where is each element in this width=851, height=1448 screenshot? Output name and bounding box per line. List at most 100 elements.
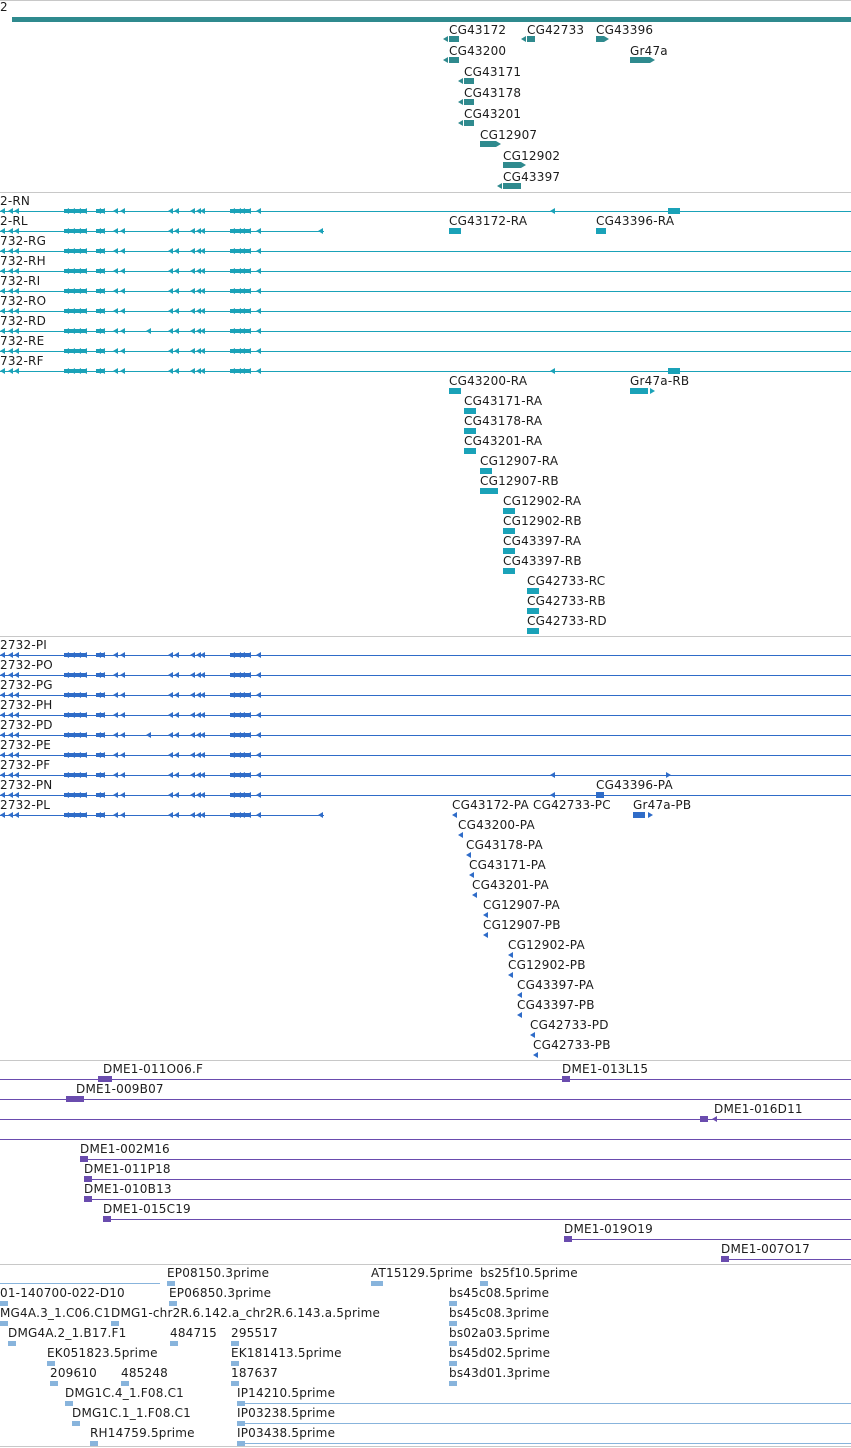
est-read[interactable]	[449, 1301, 457, 1306]
est-read[interactable]	[8, 1341, 16, 1346]
gene-CG43178[interactable]	[464, 99, 474, 105]
exon-block[interactable]	[230, 369, 250, 373]
exon-block[interactable]	[96, 349, 104, 353]
exon-block[interactable]	[96, 269, 104, 273]
exon-block[interactable]	[96, 209, 104, 213]
exon-block[interactable]	[668, 208, 680, 214]
est-read[interactable]	[50, 1381, 58, 1386]
exon-block[interactable]	[64, 693, 86, 697]
est-read[interactable]	[65, 1401, 73, 1406]
clone-end[interactable]	[564, 1236, 572, 1242]
exon-block[interactable]	[64, 773, 86, 777]
est-read[interactable]	[0, 1301, 8, 1306]
est-read[interactable]	[72, 1421, 80, 1426]
exon-block[interactable]	[96, 733, 104, 737]
exon-block[interactable]	[64, 249, 86, 253]
exon-block[interactable]	[503, 548, 515, 554]
exon-block[interactable]	[527, 608, 539, 614]
exon-block[interactable]	[64, 713, 86, 717]
exon-block[interactable]	[464, 428, 476, 434]
clone-end[interactable]	[84, 1196, 92, 1202]
exon-block[interactable]	[96, 653, 104, 657]
exon-block[interactable]	[96, 773, 104, 777]
est-read[interactable]	[449, 1361, 457, 1366]
exon-block[interactable]	[230, 653, 250, 657]
exon-block[interactable]	[230, 673, 250, 677]
exon-block[interactable]	[503, 508, 515, 514]
exon-block[interactable]	[503, 528, 515, 534]
exon-block[interactable]	[464, 448, 476, 454]
exon-block[interactable]	[64, 793, 86, 797]
est-read[interactable]	[449, 1341, 457, 1346]
exon-block[interactable]	[633, 812, 645, 818]
exon-block[interactable]	[64, 653, 86, 657]
exon-block[interactable]	[64, 269, 86, 273]
gene-CG43171[interactable]	[464, 78, 474, 84]
exon-block[interactable]	[96, 369, 104, 373]
est-read[interactable]	[231, 1341, 239, 1346]
clone-end[interactable]	[66, 1096, 84, 1102]
exon-block[interactable]	[64, 813, 86, 817]
est-read[interactable]	[47, 1361, 55, 1366]
exon-block[interactable]	[230, 693, 250, 697]
exon-block[interactable]	[480, 468, 492, 474]
exon-block[interactable]	[230, 713, 250, 717]
exon-block[interactable]	[96, 673, 104, 677]
clone-end[interactable]	[721, 1256, 729, 1262]
exon-block[interactable]	[464, 408, 476, 414]
exon-block[interactable]	[230, 269, 250, 273]
clone-end[interactable]	[103, 1216, 111, 1222]
exon-block[interactable]	[230, 329, 250, 333]
est-read[interactable]	[170, 1341, 178, 1346]
exon-block[interactable]	[230, 813, 250, 817]
exon-block[interactable]	[630, 388, 648, 394]
exon-block[interactable]	[668, 368, 680, 374]
gene-CG43172[interactable]	[449, 36, 459, 42]
exon-block[interactable]	[230, 209, 250, 213]
clone-end[interactable]	[700, 1116, 708, 1122]
gene-CG42733[interactable]	[527, 36, 535, 42]
clone-end[interactable]	[98, 1076, 112, 1082]
exon-block[interactable]	[64, 673, 86, 677]
exon-block[interactable]	[230, 289, 250, 293]
clone-end[interactable]	[562, 1076, 570, 1082]
exon-block[interactable]	[230, 753, 250, 757]
est-read[interactable]	[480, 1281, 488, 1286]
exon-block[interactable]	[96, 813, 104, 817]
est-read[interactable]	[167, 1281, 175, 1286]
exon-block[interactable]	[230, 309, 250, 313]
gene-CG43396[interactable]	[596, 36, 604, 42]
exon-block[interactable]	[230, 733, 250, 737]
est-read[interactable]	[449, 1381, 457, 1386]
exon-block[interactable]	[503, 568, 515, 574]
exon-block[interactable]	[64, 349, 86, 353]
exon-block[interactable]	[449, 388, 461, 394]
exon-block[interactable]	[96, 329, 104, 333]
exon-block[interactable]	[230, 349, 250, 353]
gene-CG12907[interactable]	[480, 141, 496, 147]
chromosome-scale-bar[interactable]	[12, 17, 851, 22]
exon-block[interactable]	[64, 733, 86, 737]
clone-end[interactable]	[80, 1156, 88, 1162]
exon-block[interactable]	[64, 329, 86, 333]
exon-block[interactable]	[230, 793, 250, 797]
exon-block[interactable]	[96, 793, 104, 797]
exon-block[interactable]	[527, 628, 539, 634]
est-read[interactable]	[231, 1381, 239, 1386]
gene-CG12902[interactable]	[503, 162, 521, 168]
est-read[interactable]	[449, 1321, 457, 1326]
est-read[interactable]	[231, 1361, 239, 1366]
gene-CG43201[interactable]	[464, 120, 474, 126]
gene-CG43397[interactable]	[503, 183, 521, 189]
est-read[interactable]	[111, 1321, 119, 1326]
exon-block[interactable]	[64, 369, 86, 373]
exon-block[interactable]	[230, 249, 250, 253]
exon-block[interactable]	[64, 289, 86, 293]
exon-block[interactable]	[64, 753, 86, 757]
clone-end[interactable]	[84, 1176, 92, 1182]
exon-block[interactable]	[96, 309, 104, 313]
exon-block[interactable]	[96, 289, 104, 293]
exon-block[interactable]	[96, 249, 104, 253]
exon-block[interactable]	[230, 773, 250, 777]
